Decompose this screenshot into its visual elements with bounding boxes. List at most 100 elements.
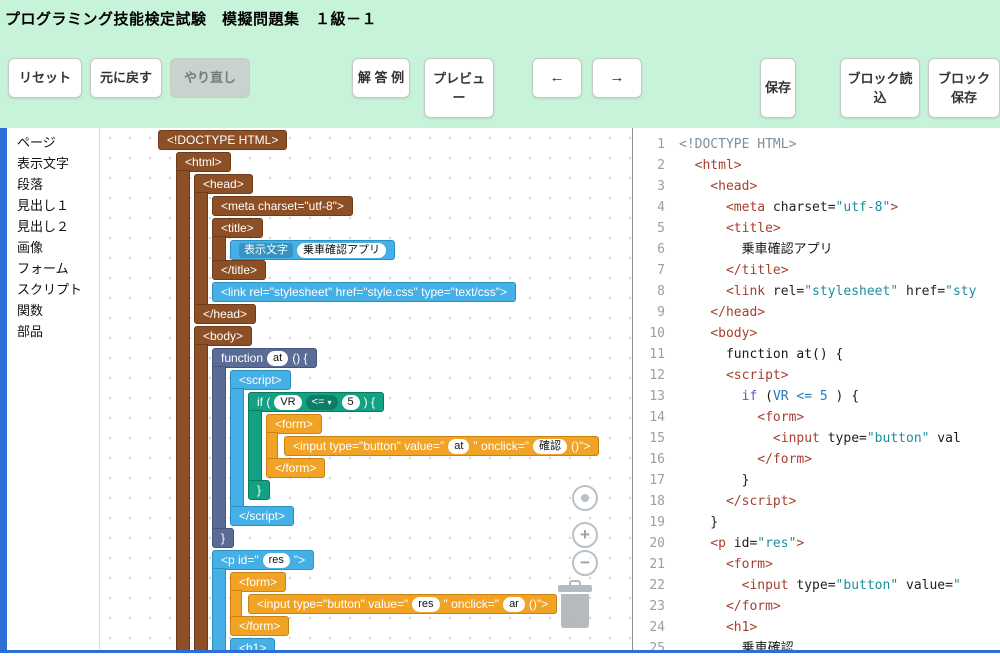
trash-icon[interactable] (558, 580, 592, 628)
block-link-stylesheet[interactable]: <link rel="stylesheet" href="style.css" … (212, 282, 516, 302)
field-onclick-function[interactable]: 確認 (533, 439, 567, 454)
block-load-button[interactable]: ブロック読込 (840, 58, 920, 118)
block-doctype[interactable]: <!DOCTYPE HTML> (158, 130, 287, 150)
back-button[interactable]: ← (532, 58, 582, 98)
block-p-open[interactable]: <p id=" res "> (212, 550, 314, 570)
forward-button[interactable]: → (592, 58, 642, 98)
code-text: <p id="res"> (679, 533, 1000, 554)
preview-button[interactable]: プレビュー (424, 58, 494, 118)
field-onclick-function[interactable]: ar (503, 597, 525, 612)
block-display-text[interactable]: 表示文字 乗車確認アプリ (230, 240, 395, 260)
code-text: function at() { (679, 344, 1000, 365)
answer-example-button[interactable]: 解 答 例 (352, 58, 410, 98)
field-input-value[interactable]: res (412, 597, 439, 612)
trash-lid (558, 585, 592, 592)
redo-button[interactable]: やり直し (170, 58, 250, 98)
field-if-value[interactable]: 5 (342, 395, 360, 410)
block-head-open[interactable]: <head> (194, 174, 253, 194)
code-text: <h1> (679, 617, 1000, 638)
block-if-open[interactable]: if ( VR <=▾ 5 ) { (248, 392, 384, 412)
block-form-open[interactable]: <form> (266, 414, 322, 434)
block-input-button-1[interactable]: <input type="button" value=" at " onclic… (284, 436, 599, 456)
blockly-workspace[interactable]: <!DOCTYPE HTML> <html> <head> <meta char… (100, 128, 632, 650)
field-display-text[interactable]: 乗車確認アプリ (297, 243, 386, 258)
toolbox-item[interactable]: 見出し２ (7, 216, 99, 237)
block-title-close[interactable]: </title> (212, 260, 266, 280)
field-p-id[interactable]: res (263, 553, 290, 568)
block-label: <title> (221, 221, 254, 235)
trash-body (561, 594, 589, 628)
main-area: ページ表示文字段落見出し１見出し２画像フォームスクリプト関数部品 <!DOCTY… (0, 128, 1000, 653)
toolbox-item[interactable]: 関数 (7, 300, 99, 321)
code-line: 11 function at() { (633, 344, 1000, 365)
block-input-button-2[interactable]: <input type="button" value=" res " oncli… (248, 594, 557, 614)
block-form2-close[interactable]: </form> (230, 616, 289, 636)
block-label: <head> (203, 177, 244, 191)
line-number: 4 (633, 197, 679, 218)
dropdown-caret-icon: ▾ (327, 395, 331, 410)
toolbox-item[interactable]: スクリプト (7, 279, 99, 300)
block-script-close[interactable]: </script> (230, 506, 294, 526)
block-title-spine[interactable] (212, 236, 226, 262)
undo-button[interactable]: 元に戻す (90, 58, 162, 98)
block-title-open[interactable]: <title> (212, 218, 263, 238)
block-form-close[interactable]: </form> (266, 458, 325, 478)
code-text: <input type="button" value=" (679, 575, 1000, 596)
block-html-open[interactable]: <html> (176, 152, 231, 172)
toolbox-item[interactable]: 段落 (7, 174, 99, 195)
code-line: 1<!DOCTYPE HTML> (633, 134, 1000, 155)
block-function-open[interactable]: function at () { (212, 348, 317, 368)
block-p-spine[interactable] (212, 568, 226, 650)
zoom-reset-button[interactable] (572, 485, 598, 511)
block-label: <link rel="stylesheet" href="style.css" … (221, 285, 507, 299)
zoom-in-button[interactable]: + (572, 522, 598, 548)
block-label: </title> (221, 263, 257, 277)
block-if-close[interactable]: } (248, 480, 270, 500)
block-label: "> (294, 553, 305, 567)
code-panel[interactable]: 1<!DOCTYPE HTML>2 <html>3 <head>4 <meta … (632, 128, 1000, 650)
field-input-value[interactable]: at (448, 439, 469, 454)
block-script-spine[interactable] (230, 388, 244, 508)
block-form2-spine[interactable] (230, 590, 242, 618)
block-head-spine[interactable] (194, 192, 208, 306)
code-text: <link rel="stylesheet" href="sty (679, 281, 1000, 302)
block-label: </head> (203, 307, 247, 321)
block-function-spine[interactable] (212, 366, 226, 530)
block-meta-charset[interactable]: <meta charset="utf-8"> (212, 196, 353, 216)
block-form-spine[interactable] (266, 432, 278, 460)
field-if-operator[interactable]: <=▾ (306, 395, 338, 410)
line-number: 21 (633, 554, 679, 575)
block-form2-open[interactable]: <form> (230, 572, 286, 592)
reset-button[interactable]: リセット (8, 58, 82, 98)
code-line: 10 <body> (633, 323, 1000, 344)
block-head-close[interactable]: </head> (194, 304, 256, 324)
field-function-name[interactable]: at (267, 351, 288, 366)
toolbox-item[interactable]: 部品 (7, 321, 99, 342)
block-html-spine[interactable] (176, 170, 190, 650)
field-if-variable[interactable]: VR (274, 395, 301, 410)
block-script-open[interactable]: <script> (230, 370, 291, 390)
toolbox-item[interactable]: フォーム (7, 258, 99, 279)
code-text: <script> (679, 365, 1000, 386)
block-h1-open[interactable]: <h1> (230, 638, 275, 650)
page-title: プログラミング技能検定試験 模擬問題集 １級－１ (5, 8, 377, 29)
code-line: 18 </script> (633, 491, 1000, 512)
save-button[interactable]: 保存 (760, 58, 796, 118)
block-label: <body> (203, 329, 243, 343)
zoom-out-button[interactable]: − (572, 550, 598, 576)
line-number: 8 (633, 281, 679, 302)
block-body-spine[interactable] (194, 344, 208, 650)
block-if-spine[interactable] (248, 410, 262, 482)
toolbox-item[interactable]: 表示文字 (7, 153, 99, 174)
block-label: <p id=" (221, 553, 259, 567)
block-body-open[interactable]: <body> (194, 326, 252, 346)
block-label: <!DOCTYPE HTML> (167, 133, 278, 147)
toolbox-item[interactable]: 見出し１ (7, 195, 99, 216)
block-save-button[interactable]: ブロック保存 (928, 58, 1000, 118)
toolbox-item[interactable]: 画像 (7, 237, 99, 258)
toolbox-item[interactable]: ページ (7, 132, 99, 153)
block-label: ()"> (529, 597, 548, 611)
code-line: 21 <form> (633, 554, 1000, 575)
toolbox-item-list: ページ表示文字段落見出し１見出し２画像フォームスクリプト関数部品 (7, 128, 99, 650)
block-function-close[interactable]: } (212, 528, 234, 548)
